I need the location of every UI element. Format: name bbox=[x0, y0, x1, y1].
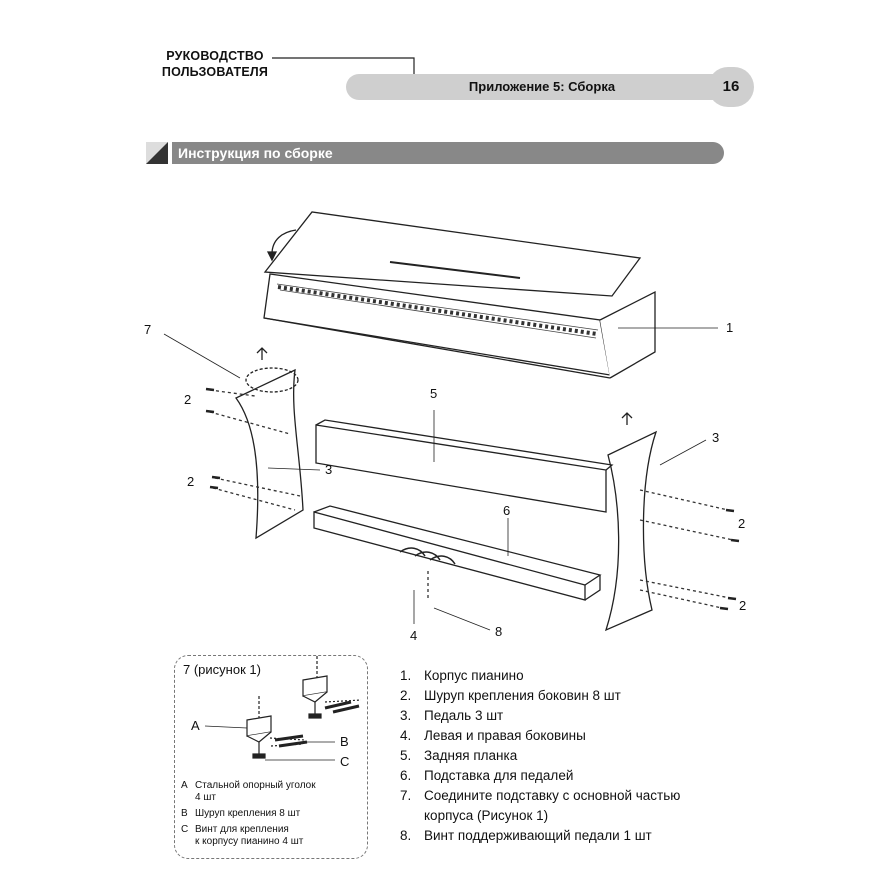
callout-4: 4 bbox=[410, 628, 418, 643]
list-item: 6. Подставка для педалей bbox=[400, 766, 680, 786]
list-item-number: 4. bbox=[400, 728, 412, 743]
list-item-number: 8. bbox=[400, 828, 412, 843]
section-bar: Инструкция по сборке bbox=[172, 142, 724, 164]
list-item: 1. Корпус пианино bbox=[400, 666, 680, 686]
list-item-number: 2. bbox=[400, 688, 412, 703]
legend-letter: C bbox=[181, 824, 189, 835]
callout-2-right-bottom: 2 bbox=[739, 598, 747, 613]
callout-3-left: 3 bbox=[325, 462, 333, 477]
list-item-number: 5. bbox=[400, 748, 412, 763]
appendix-header-bar: Приложение 5: Сборка bbox=[346, 74, 738, 100]
legend-text-line1: Стальной опорный уголок bbox=[195, 780, 316, 791]
list-item: 8. Винт поддерживающий педали 1 шт bbox=[400, 826, 680, 846]
figure-label-b: B bbox=[340, 734, 349, 749]
legend-item-a: A Стальной опорный уголок 4 шт bbox=[181, 780, 363, 804]
legend-text-line1: Винт для крепления bbox=[195, 824, 289, 835]
list-item: 2. Шуруп крепления боковин 8 шт bbox=[400, 686, 680, 706]
section-title: Инструкция по сборке bbox=[178, 145, 333, 161]
appendix-title: Приложение 5: Сборка bbox=[468, 79, 616, 94]
list-item-text: Винт поддерживающий педали 1 шт bbox=[424, 828, 652, 843]
guide-title-line2: ПОЛЬЗОВАТЕЛЯ bbox=[161, 65, 269, 79]
guide-title-line1: РУКОВОДСТВО bbox=[166, 49, 264, 63]
parts-list: 1. Корпус пианино 2. Шуруп крепления боков… bbox=[400, 666, 680, 846]
guide-title: РУКОВОДСТВО ПОЛЬЗОВАТЕЛЯ bbox=[160, 48, 270, 80]
list-item-text: Соедините подставку с основной частью bbox=[424, 788, 681, 803]
callout-1: 1 bbox=[726, 320, 734, 335]
list-item-number: 7. bbox=[400, 788, 412, 803]
legend-text-line1: Шуруп крепления 8 шт bbox=[195, 808, 301, 819]
list-item-number: 1. bbox=[400, 668, 412, 683]
callout-2-left-top: 2 bbox=[184, 392, 192, 407]
callout-7: 7 bbox=[144, 322, 152, 337]
callout-6: 6 bbox=[503, 503, 511, 518]
bracket-detail-diagram bbox=[204, 656, 362, 761]
callout-3-right: 3 bbox=[712, 430, 720, 445]
figure-label-a: A bbox=[191, 718, 200, 733]
legend-letter: A bbox=[181, 780, 188, 791]
callout-8: 8 bbox=[495, 624, 503, 639]
list-item-text: Подставка для педалей bbox=[424, 768, 574, 783]
callout-2-right-top: 2 bbox=[738, 516, 746, 531]
list-item-text: корпуса (Рисунок 1) bbox=[424, 808, 549, 823]
list-item-text: Шуруп крепления боковин 8 шт bbox=[424, 688, 621, 703]
figure-legend: A Стальной опорный уголок 4 шт B Шуруп к… bbox=[181, 780, 363, 848]
list-item-text: Педаль 3 шт bbox=[424, 708, 504, 723]
page-number: 16 bbox=[708, 67, 754, 107]
list-item: корпуса (Рисунок 1) bbox=[400, 806, 680, 826]
figure-label-c: C bbox=[340, 754, 350, 769]
list-item: 7. Соедините подставку с основной частью bbox=[400, 786, 680, 806]
legend-text-line2: к корпусу пианино 4 шт bbox=[195, 836, 304, 847]
legend-letter: B bbox=[181, 808, 188, 819]
list-item-text: Задняя планка bbox=[424, 748, 518, 763]
list-item: 5. Задняя планка bbox=[400, 746, 680, 766]
legend-item-c: C Винт для крепления к корпусу пианино 4… bbox=[181, 824, 363, 848]
callout-5: 5 bbox=[430, 386, 438, 401]
callout-2-left-bottom: 2 bbox=[187, 474, 195, 489]
list-item: 4. Левая и правая боковины bbox=[400, 726, 680, 746]
section-corner-icon bbox=[146, 142, 168, 164]
figure-1-box: 7 (рисунок 1) bbox=[174, 655, 368, 859]
list-item-text: Корпус пианино bbox=[424, 668, 524, 683]
list-item-number: 6. bbox=[400, 768, 412, 783]
legend-item-b: B Шуруп крепления 8 шт bbox=[181, 808, 363, 820]
list-item-text: Левая и правая боковины bbox=[424, 728, 586, 743]
legend-text-line2: 4 шт bbox=[195, 792, 216, 803]
figure-1-title: 7 (рисунок 1) bbox=[183, 662, 261, 677]
list-item: 3. Педаль 3 шт bbox=[400, 706, 680, 726]
list-item-number: 3. bbox=[400, 708, 412, 723]
